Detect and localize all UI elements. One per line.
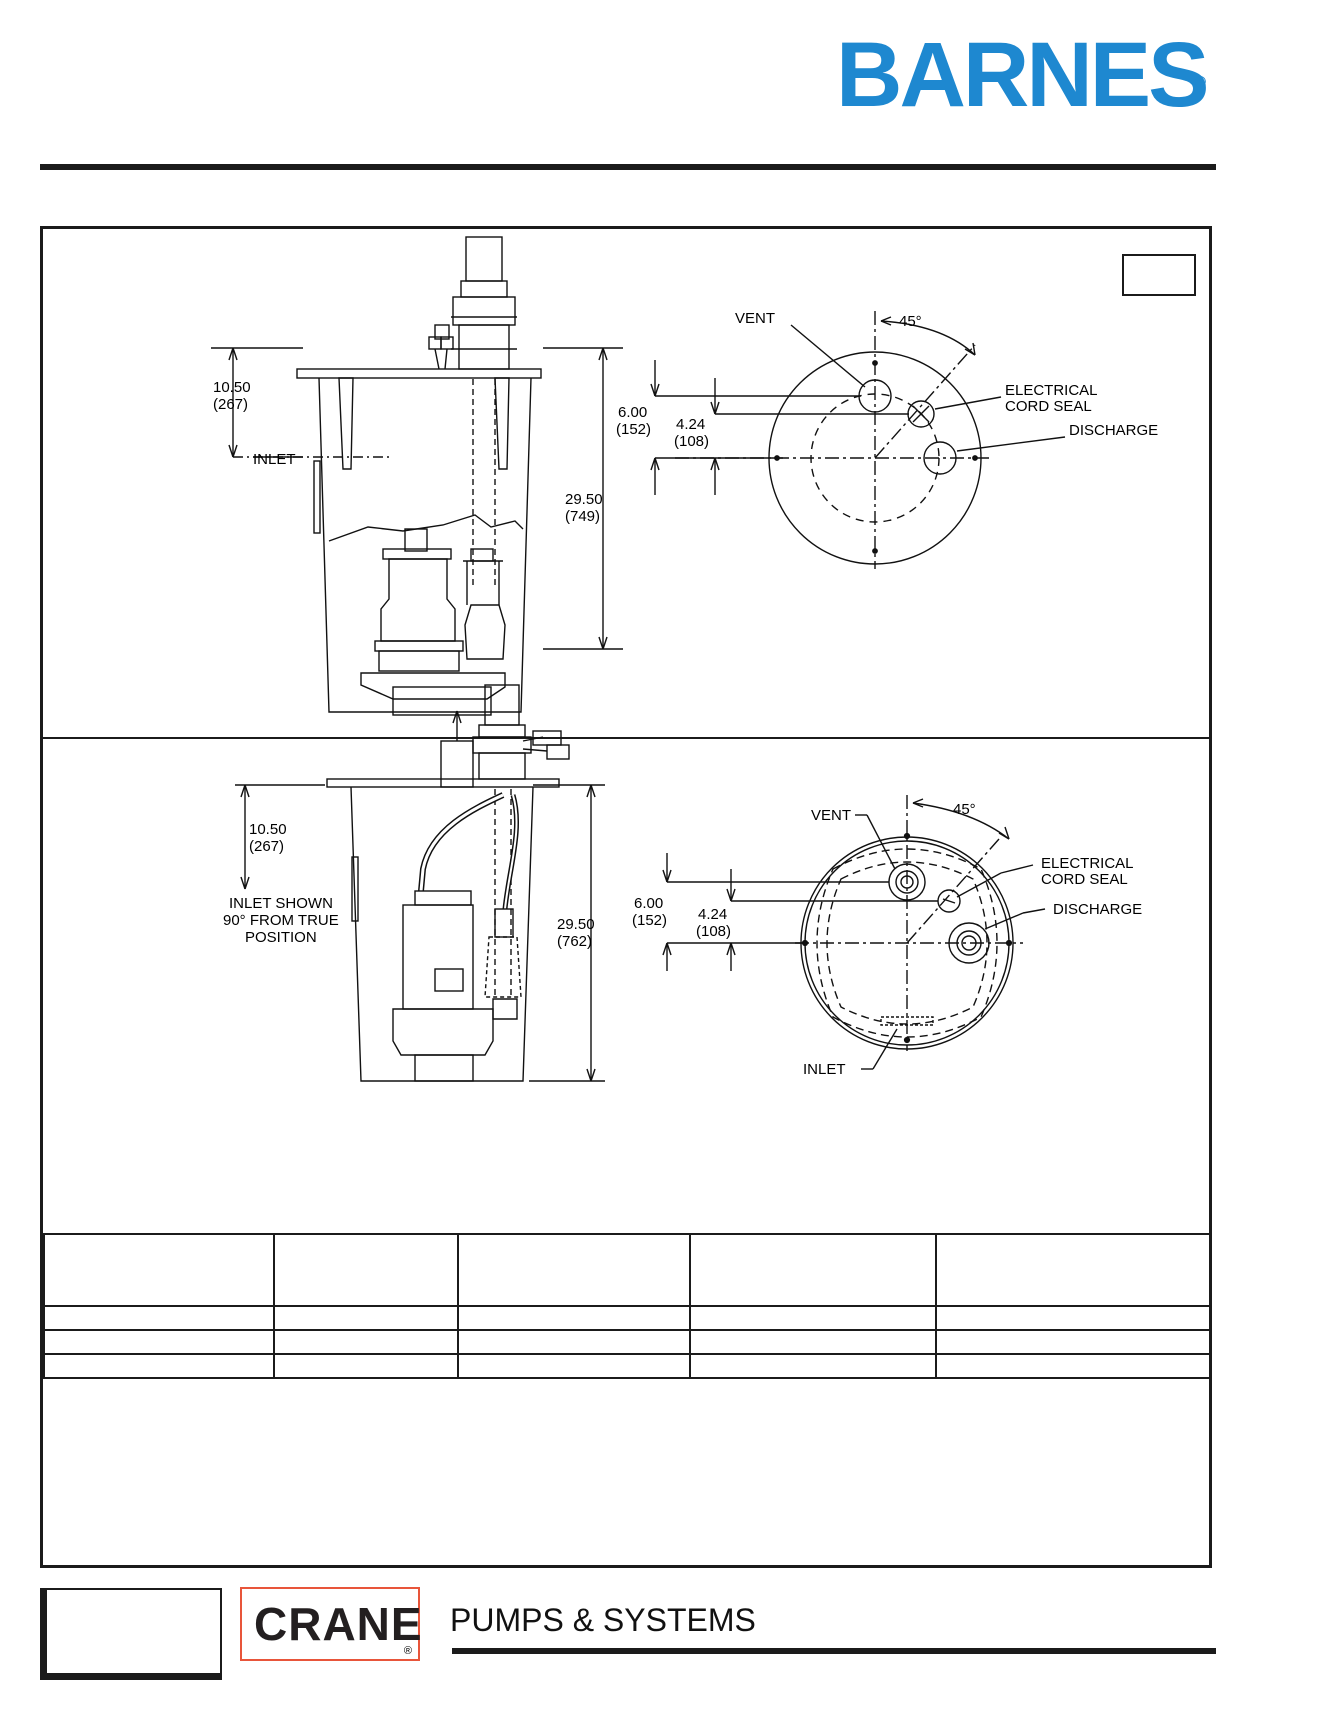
table-row (43, 1353, 1211, 1379)
table-row (43, 1305, 1211, 1331)
spec-header-cell (689, 1233, 937, 1307)
top-dim-600-mm: (152) (616, 421, 651, 438)
footer-page-box (40, 1588, 222, 1680)
bottom-height-dim-mm: (267) (249, 838, 284, 855)
top-dim-424: 4.24 (676, 416, 705, 433)
header-rule (40, 164, 1216, 170)
top-depth-dim-mm: (749) (565, 508, 600, 525)
top-side-view (211, 236, 623, 716)
bottom-depth-dim: 29.50 (557, 916, 595, 933)
table-row (43, 1329, 1211, 1355)
footer-tagline: PUMPS & SYSTEMS (450, 1602, 756, 1638)
bottom-side-view (235, 684, 605, 1082)
drawing-frame (40, 226, 1212, 1568)
brand-wordmark: BARNES (836, 24, 1209, 126)
model-tag-box (1122, 254, 1196, 296)
bottom-dim-600-mm: (152) (632, 912, 667, 929)
section-divider (43, 737, 1209, 739)
top-vent-label: VENT (735, 310, 775, 327)
bottom-dim-600: 6.00 (634, 895, 663, 912)
bottom-dim-424: 4.24 (698, 906, 727, 923)
bottom-cord-label-2: CORD SEAL (1041, 871, 1128, 888)
brand-registered-mark: ® (1194, 74, 1206, 91)
spec-header-cell (935, 1233, 1211, 1307)
top-dim-424-mm: (108) (674, 433, 709, 450)
crane-registered-mark: ® (403, 1645, 412, 1657)
top-discharge-label: DISCHARGE (1069, 422, 1158, 439)
top-angle-label: 45° (899, 313, 922, 330)
technical-drawing: 10.50 (267) INLET 29.50 (749) 6.00 (152)… (211, 236, 1158, 1082)
bottom-inlet-label: INLET (803, 1061, 846, 1078)
bottom-cord-label-1: ELECTRICAL (1041, 855, 1134, 872)
top-plan-view (650, 311, 1066, 569)
bottom-discharge-label: DISCHARGE (1053, 901, 1142, 918)
bottom-inlet-label-3: POSITION (245, 929, 317, 946)
bottom-inlet-label-2: 90° FROM TRUE (223, 912, 339, 929)
top-height-dim-mm: (267) (213, 396, 248, 413)
bottom-inlet-label-1: INLET SHOWN (229, 895, 333, 912)
spec-header-cell (457, 1233, 691, 1307)
top-dim-600: 6.00 (618, 404, 647, 421)
top-cord-label-2: CORD SEAL (1005, 398, 1092, 415)
bottom-depth-dim-mm: (762) (557, 933, 592, 950)
crane-logo: CRANE ® (240, 1587, 423, 1661)
top-cord-label-1: ELECTRICAL (1005, 382, 1098, 399)
bottom-vent-label: VENT (811, 807, 851, 824)
top-height-dim: 10.50 (213, 379, 251, 396)
footer-rule (452, 1648, 1216, 1654)
spec-header-cell (43, 1233, 275, 1307)
crane-wordmark: CRANE (254, 1598, 423, 1650)
bottom-angle-label: 45° (953, 801, 976, 818)
bottom-height-dim: 10.50 (249, 821, 287, 838)
spec-table (43, 1233, 1211, 1379)
spec-table-header-row (43, 1233, 1211, 1307)
bottom-dim-424-mm: (108) (696, 923, 731, 940)
bottom-plan-view (662, 795, 1046, 1070)
top-depth-dim: 29.50 (565, 491, 603, 508)
spec-header-cell (273, 1233, 459, 1307)
barnes-logo: BARNES ® (836, 29, 1209, 121)
top-inlet-label: INLET (253, 451, 296, 468)
